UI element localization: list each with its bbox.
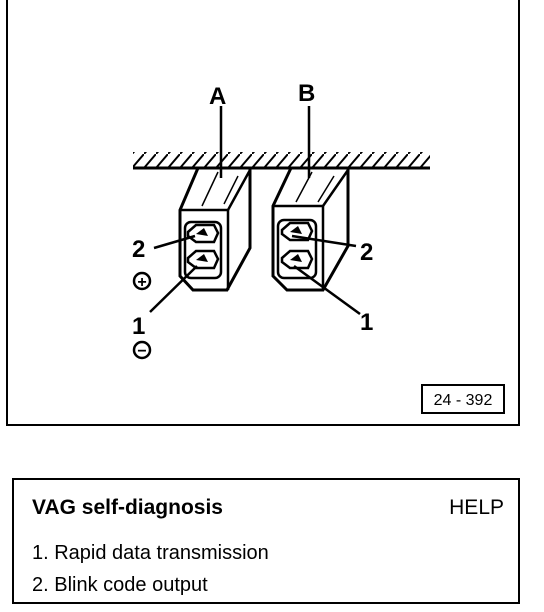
option-rapid-data-transmission[interactable]: 1. Rapid data transmission: [32, 542, 269, 564]
label-left-pin-2: 2: [132, 236, 145, 263]
leader-right-1: [293, 264, 361, 316]
mounting-surface-hatch: [133, 152, 430, 167]
connector-b: [271, 166, 350, 292]
help-label[interactable]: HELP: [449, 496, 504, 519]
svg-text:−: −: [137, 343, 146, 360]
svg-text:+: +: [137, 274, 146, 291]
option-blink-code-output[interactable]: 2. Blink code output: [32, 574, 208, 596]
figure-reference-box: [421, 384, 505, 414]
leader-left-2: [153, 234, 196, 250]
label-left-pin-1: 1: [132, 313, 145, 340]
leader-right-2: [291, 234, 357, 248]
panel-title: VAG self-diagnosis: [32, 496, 223, 519]
label-right-pin-1: 1: [360, 309, 373, 336]
connector-a: [178, 166, 252, 292]
leader-left-1: [149, 265, 198, 313]
diagram-frame: [6, 0, 520, 426]
label-b: B: [298, 80, 315, 107]
help-panel: VAG self-diagnosis HELP 1. Rapid data tr…: [12, 478, 520, 604]
connector-diagram: A B 2 1 2 1 + − 24 - 392: [132, 80, 505, 414]
label-right-pin-2: 2: [360, 239, 373, 266]
positive-terminal-icon: +: [132, 271, 152, 291]
label-a: A: [209, 83, 226, 110]
figure-reference: 24 - 392: [434, 392, 493, 409]
negative-terminal-icon: −: [132, 340, 152, 360]
